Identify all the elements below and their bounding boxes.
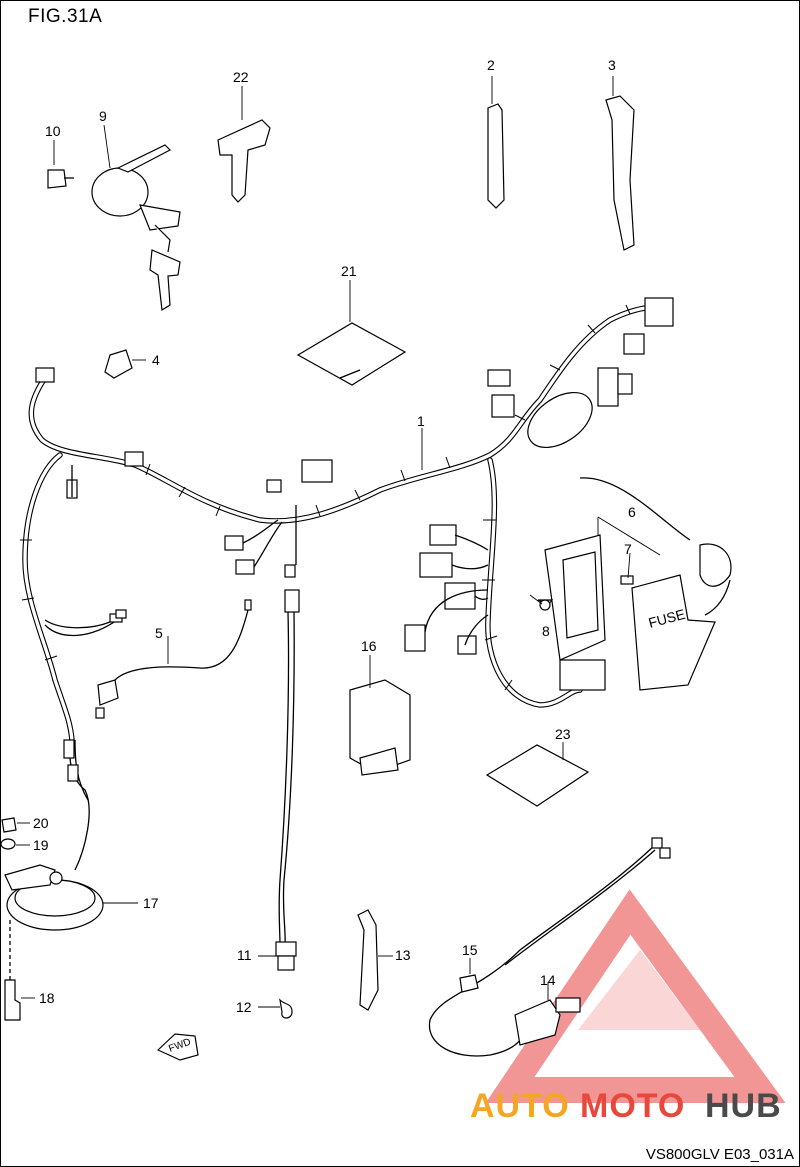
callout-21: 21 — [341, 263, 357, 279]
fwd-arrow: FWD — [156, 1033, 199, 1061]
key-blank — [217, 86, 271, 203]
callout-8: 8 — [542, 623, 550, 639]
callout-3: 3 — [608, 57, 616, 73]
fuse-box-assembly: FUSE — [529, 477, 732, 691]
horn — [0, 739, 138, 1021]
callout-10: 10 — [45, 123, 61, 139]
figure-title: FIG.31A — [28, 6, 103, 27]
callout-15: 15 — [462, 942, 478, 958]
wire-lead-5 — [95, 599, 252, 719]
watermark-text: AUTO MOTO HUB — [470, 1087, 782, 1125]
callout-7: 7 — [624, 541, 632, 557]
label-sheet-21 — [296, 280, 407, 386]
callout-12: 12 — [236, 999, 252, 1015]
callout-9: 9 — [99, 108, 107, 124]
callout-labels: 1 2 3 4 5 6 7 8 9 10 11 12 13 14 15 16 1… — [33, 57, 636, 1015]
callout-22: 22 — [233, 69, 249, 85]
watermark-hub: HUB — [705, 1087, 782, 1125]
callout-11: 11 — [237, 947, 252, 963]
callout-23: 23 — [555, 726, 571, 742]
callout-6: 6 — [628, 504, 636, 520]
watermark-auto: AUTO — [470, 1087, 570, 1125]
bracket-13 — [357, 909, 393, 1011]
callout-18: 18 — [39, 990, 55, 1006]
callout-13: 13 — [395, 947, 411, 963]
callout-14: 14 — [540, 972, 556, 988]
label-sheet-23 — [485, 742, 590, 807]
wiring-harness — [20, 297, 674, 743]
switch-wire-11 — [258, 611, 297, 1019]
callout-4: 4 — [152, 352, 160, 368]
callout-17: 17 — [143, 895, 159, 911]
callout-5: 5 — [155, 625, 163, 641]
clamps — [104, 76, 635, 379]
callout-20: 20 — [33, 815, 49, 831]
callout-19: 19 — [33, 837, 49, 853]
watermark-moto: MOTO — [580, 1087, 685, 1125]
callout-16: 16 — [361, 638, 377, 654]
sensor-assembly-14 — [428, 837, 671, 1057]
figure-code: VS800GLV E03_031A — [645, 1146, 794, 1163]
callout-1: 1 — [417, 413, 425, 429]
turn-signal-relay — [349, 655, 411, 776]
callout-2: 2 — [487, 57, 495, 73]
ignition-switch — [47, 124, 181, 312]
